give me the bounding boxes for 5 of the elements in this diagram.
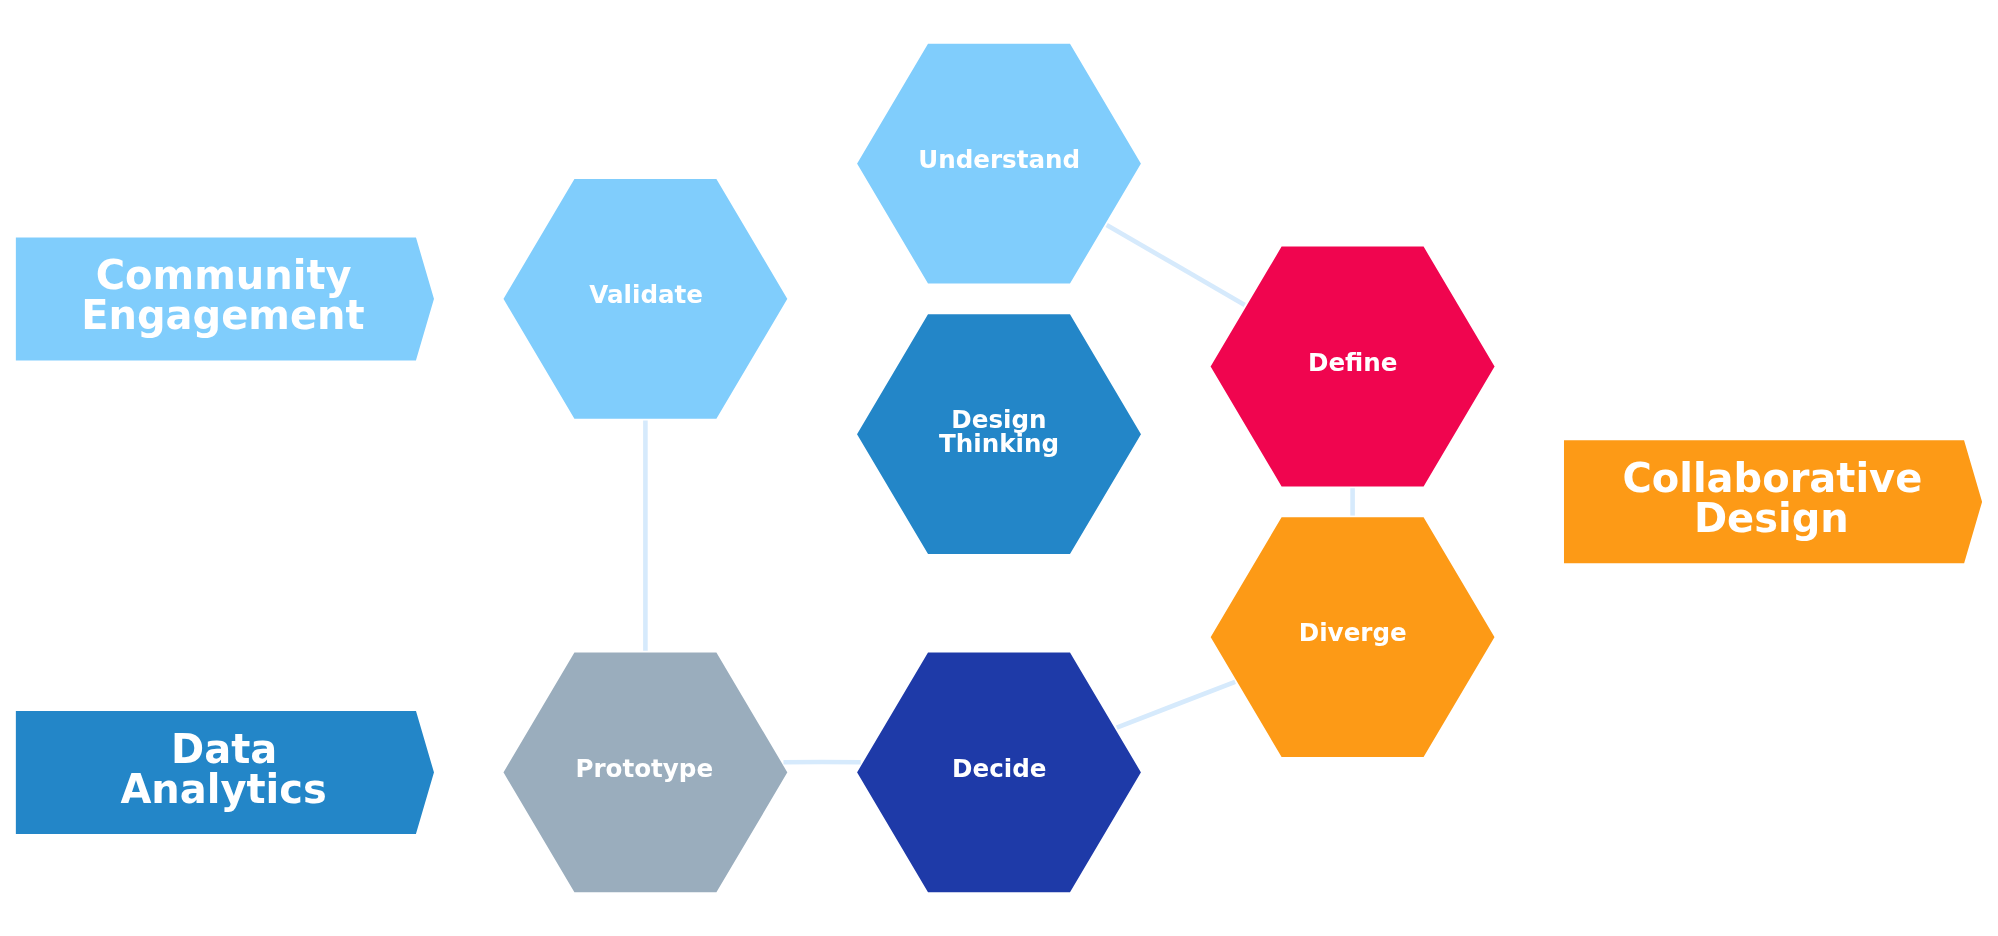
connector — [1115, 679, 1236, 730]
connector — [783, 759, 861, 765]
connector — [643, 420, 648, 651]
connector — [1105, 223, 1246, 307]
connector — [1350, 488, 1355, 516]
